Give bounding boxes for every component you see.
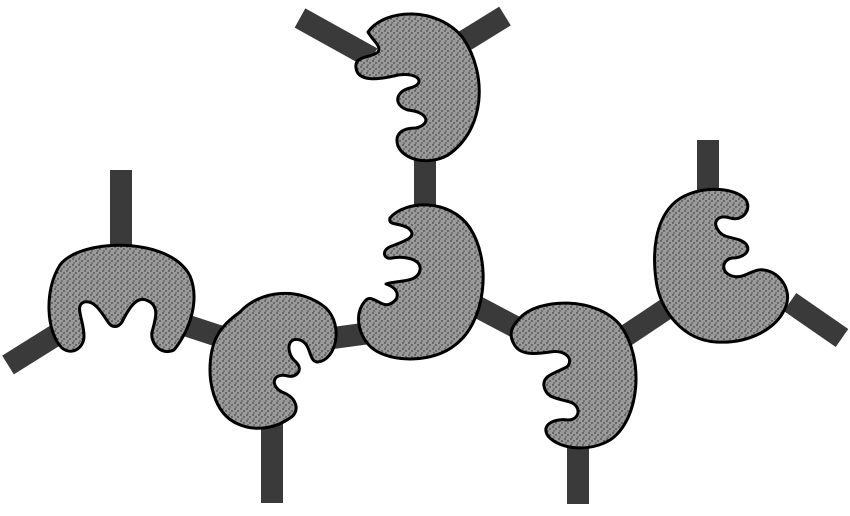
clamp-units xyxy=(47,12,789,450)
unit-center-left xyxy=(208,291,338,430)
rod-top-left xyxy=(294,8,378,68)
rod-right-out xyxy=(783,292,849,348)
unit-center xyxy=(357,203,485,361)
unit-top xyxy=(354,12,481,163)
unit-right xyxy=(653,187,789,344)
unit-center-right xyxy=(509,301,638,450)
unit-left xyxy=(47,243,196,353)
